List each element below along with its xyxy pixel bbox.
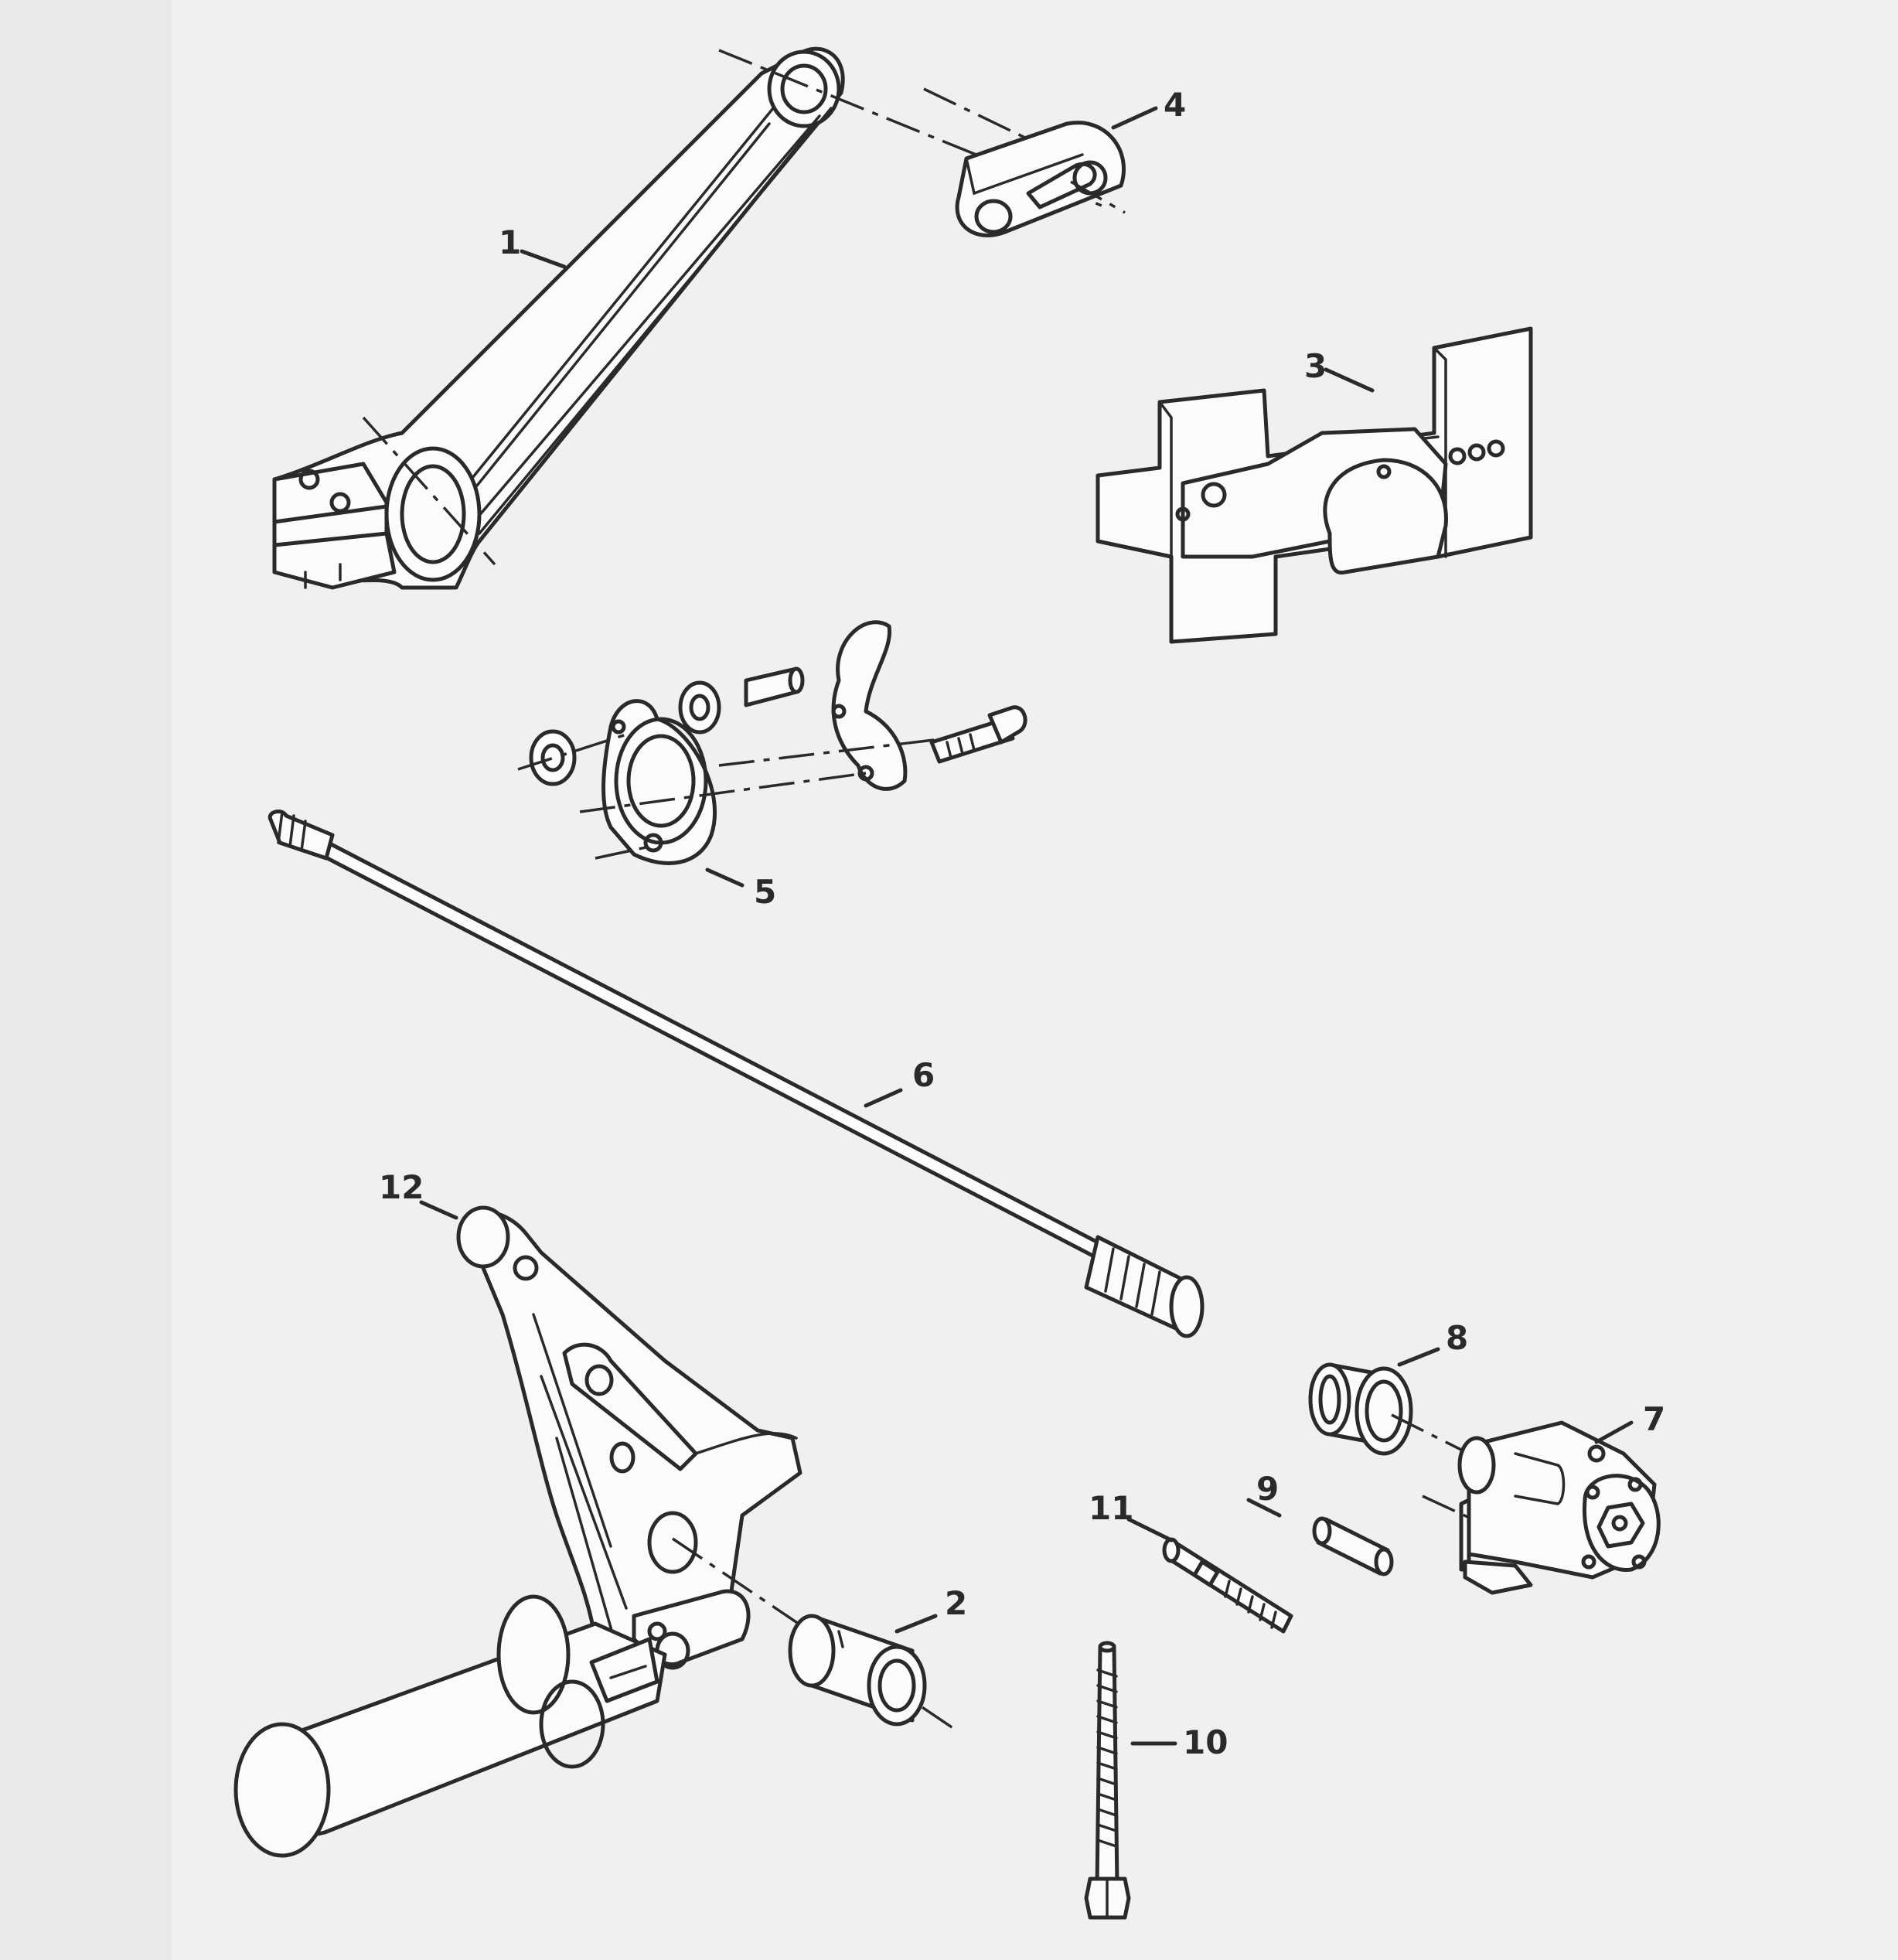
part-8-seal bbox=[1308, 1362, 1413, 1456]
diagram-sheet bbox=[172, 0, 1898, 1960]
part-12-shift-lever bbox=[233, 1205, 802, 1858]
leader-lines bbox=[419, 106, 1634, 1746]
callout-labels: 1 2 3 4 5 6 7 8 9 10 11 12 bbox=[379, 86, 1665, 1761]
callout-2: 2 bbox=[945, 1584, 967, 1622]
part-3-shifter-cam bbox=[1096, 326, 1533, 644]
callout-8: 8 bbox=[1446, 1319, 1468, 1357]
callout-5: 5 bbox=[754, 873, 776, 911]
part-4-link-plate bbox=[955, 121, 1126, 237]
part-5-pawl-group bbox=[529, 620, 1027, 865]
axis-line-4 bbox=[923, 87, 1029, 141]
part-1-lever-arm bbox=[272, 46, 845, 590]
callout-3: 3 bbox=[1304, 347, 1327, 385]
part-10-bolt bbox=[1084, 1641, 1131, 1920]
callout-12: 12 bbox=[379, 1168, 424, 1206]
axis-line-5d bbox=[595, 845, 650, 860]
callout-7: 7 bbox=[1643, 1400, 1665, 1438]
part-9-dowel-pin bbox=[1312, 1516, 1394, 1577]
part-6-shift-shaft bbox=[267, 810, 1205, 1338]
axis-line-5b bbox=[718, 737, 948, 767]
axis-line-7 bbox=[1422, 1495, 1474, 1521]
axis-line-5c bbox=[579, 772, 867, 813]
axis-line-1-shaft bbox=[362, 416, 496, 566]
axis-line-4-right bbox=[1070, 180, 1126, 214]
axis-line-5a bbox=[517, 733, 627, 771]
part-11-stud bbox=[1162, 1537, 1293, 1634]
part-2-bushing bbox=[788, 1614, 927, 1727]
callout-1: 1 bbox=[499, 223, 521, 261]
callout-9: 9 bbox=[1256, 1470, 1279, 1508]
part-7-housing bbox=[1457, 1420, 1661, 1595]
callout-11: 11 bbox=[1089, 1489, 1133, 1527]
callout-10: 10 bbox=[1183, 1723, 1228, 1761]
callout-6: 6 bbox=[912, 1056, 935, 1094]
callout-4: 4 bbox=[1164, 86, 1186, 124]
